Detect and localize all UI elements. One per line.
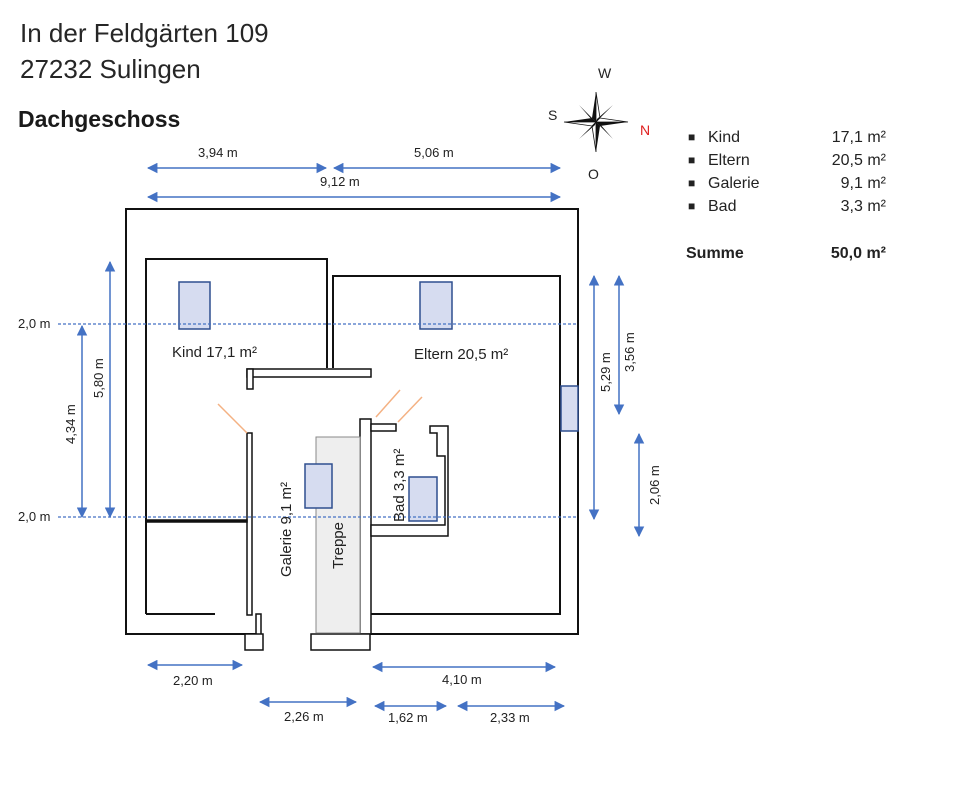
room-label-eltern: Eltern 20,5 m²: [414, 346, 508, 363]
compass-rose-icon: [563, 91, 629, 153]
dim-label-top-left: 3,94 m: [198, 145, 238, 160]
area-name: Eltern: [708, 152, 750, 169]
area-row-galerie: ■ Galerie 9,1 m²: [686, 172, 896, 195]
bullet-icon: ■: [688, 130, 696, 144]
dim-label-left-580: 5,80 m: [91, 358, 106, 398]
area-value: 17,1 m²: [831, 129, 886, 146]
sum-value: 50,0 m²: [830, 245, 886, 262]
door-swings: [217, 389, 423, 434]
bullet-icon: ■: [688, 153, 696, 167]
dim-label-right-529: 5,29 m: [598, 352, 613, 392]
area-sum-row: Summe 50,0 m²: [686, 242, 896, 265]
dimension-labels: 3,94 m 5,06 m 9,12 m 5,80 m 4,34 m 5,29 …: [63, 145, 662, 725]
dim-label-bottom-410: 4,10 m: [442, 672, 482, 687]
window-kind: [178, 281, 211, 330]
room-label-bad: Bad 3,3 m²: [391, 449, 408, 522]
dim-label-top-total: 9,12 m: [320, 174, 360, 189]
room-label-treppe: Treppe: [330, 522, 347, 569]
area-value: 9,1 m²: [840, 175, 886, 192]
compass-label-south: S: [548, 107, 557, 123]
area-row-eltern: ■ Eltern 20,5 m²: [686, 149, 896, 172]
sum-label: Summe: [686, 245, 744, 262]
address-city: 27232 Sulingen: [20, 54, 201, 84]
level-lines: [58, 323, 578, 518]
area-list: ■ Kind 17,1 m² ■ Eltern 20,5 m² ■ Galeri…: [686, 126, 896, 218]
windows: [178, 281, 579, 522]
area-name: Galerie: [708, 175, 760, 192]
compass-label-east: O: [588, 166, 599, 182]
bullet-icon: ■: [688, 199, 696, 213]
dim-label-bottom-233: 2,33 m: [490, 710, 530, 725]
dim-label-bottom-220: 2,20 m: [173, 673, 213, 688]
area-row-bad: ■ Bad 3,3 m²: [686, 195, 896, 218]
window-eltern: [419, 281, 453, 330]
area-value: 20,5 m²: [831, 152, 886, 169]
area-row-kind: ■ Kind 17,1 m²: [686, 126, 896, 149]
floor-title: Dachgeschoss: [18, 106, 181, 132]
outer-walls: [125, 208, 579, 635]
dimension-arrows: [76, 162, 645, 712]
bullet-icon: ■: [688, 176, 696, 190]
interior-walls: [145, 368, 449, 651]
area-name: Kind: [708, 129, 741, 146]
dim-label-bottom-162: 1,62 m: [388, 710, 428, 725]
window-bad: [408, 476, 438, 522]
window-east: [560, 385, 579, 432]
dim-label-right-356: 3,56 m: [622, 332, 637, 372]
compass-label-west: W: [598, 65, 612, 81]
room-label-galerie: Galerie 9,1 m²: [278, 482, 295, 577]
level-label-lower: 2,0 m: [18, 509, 51, 524]
address-street: In der Feldgärten 109: [20, 18, 269, 48]
dim-label-left-434: 4,34 m: [63, 404, 78, 444]
compass-label-north: N: [640, 122, 650, 138]
window-galerie: [304, 463, 333, 509]
room-label-kind: Kind 17,1 m²: [172, 344, 257, 361]
dim-label-bottom-226: 2,26 m: [284, 709, 324, 724]
area-value: 3,3 m²: [840, 198, 886, 215]
dim-label-right-206: 2,06 m: [647, 465, 662, 505]
dim-label-top-right: 5,06 m: [414, 145, 454, 160]
area-name: Bad: [708, 198, 737, 215]
level-label-upper: 2,0 m: [18, 316, 51, 331]
